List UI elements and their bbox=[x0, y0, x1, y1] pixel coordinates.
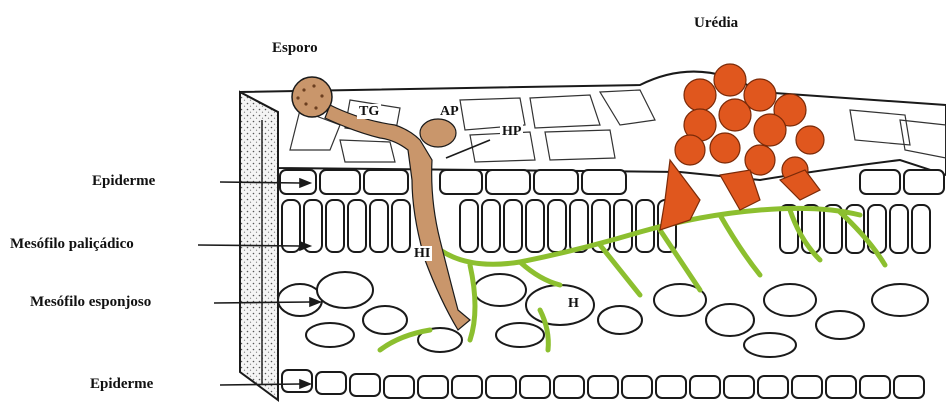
hi-tag: HI bbox=[412, 246, 432, 261]
h-tag: H bbox=[568, 296, 579, 312]
upper-epidermis bbox=[280, 170, 944, 194]
hp-tag: HP bbox=[500, 124, 523, 139]
spore-label: Esporo bbox=[272, 40, 318, 57]
ap-tag: AP bbox=[440, 104, 459, 120]
lower-epidermis bbox=[282, 370, 924, 398]
palisade-mesophyll-label: Mesófilo paliçádico bbox=[10, 236, 134, 253]
spongy-mesophyll bbox=[278, 272, 928, 357]
spongy-mesophyll-label: Mesófilo esponjoso bbox=[30, 294, 151, 311]
epidermis-bottom-label: Epiderme bbox=[90, 376, 153, 393]
epidermis-top-label: Epiderme bbox=[92, 173, 155, 190]
tg-tag: TG bbox=[357, 104, 381, 119]
spore bbox=[292, 77, 332, 117]
uredium-label: Urédia bbox=[694, 15, 738, 32]
